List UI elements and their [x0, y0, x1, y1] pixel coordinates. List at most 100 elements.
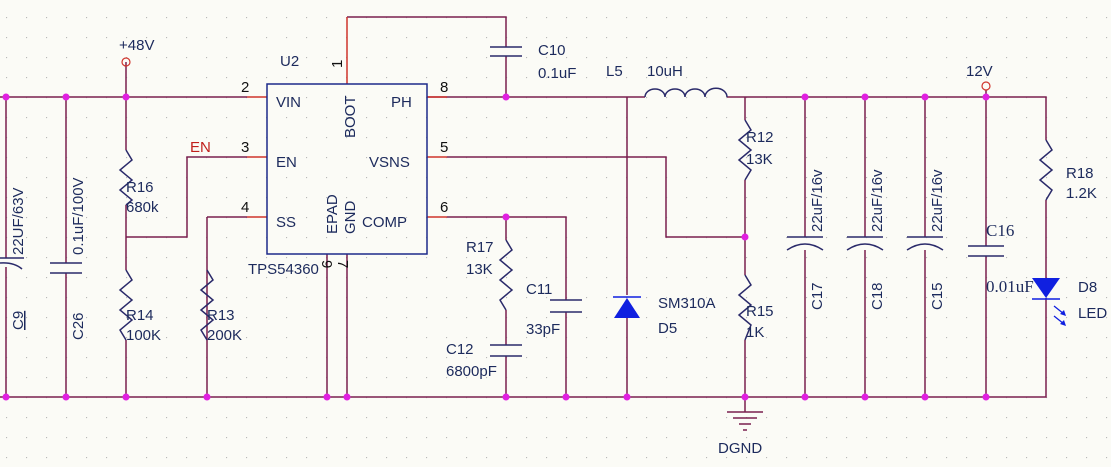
label-r16-value: 680k: [126, 199, 159, 216]
label-r12-value: 13K: [746, 151, 773, 168]
net-label-en: EN: [190, 139, 211, 156]
pin-number: 2: [241, 79, 249, 96]
inductor-l5[interactable]: [644, 87, 728, 98]
label-r15-value: 1K: [746, 324, 764, 341]
label-r18-value: 1.2K: [1066, 185, 1097, 202]
junction-dot: [502, 93, 510, 101]
label-r17-value: 13K: [466, 261, 493, 278]
label-c26-ref: C26: [70, 312, 87, 340]
label-c10-value: 0.1uF: [538, 65, 576, 82]
label-c26-value: 0.1uF/100V: [70, 177, 87, 255]
junction-dot: [801, 93, 809, 101]
pin-number: 3: [241, 139, 249, 156]
pin-label-gnd: GND: [342, 201, 359, 235]
pin-label-vsns: VSNS: [369, 154, 410, 171]
label-r15-ref: R15: [746, 303, 774, 320]
pin-label-comp: COMP: [362, 214, 407, 231]
pin-label-epad: EPAD: [324, 194, 341, 234]
label-c11-value: 33pF: [526, 321, 560, 338]
label-c12-ref: C12: [446, 341, 474, 358]
label-r16-ref: R16: [126, 179, 154, 196]
junction-dots: [2, 93, 990, 401]
label-l5-ref: L5: [606, 63, 623, 80]
ic-ref: U2: [280, 53, 299, 70]
junction-dot: [982, 93, 990, 101]
junction-dot: [62, 93, 70, 101]
label-d5-ref: D5: [658, 320, 677, 337]
label-d5-value: SM310A: [658, 295, 716, 312]
label-r17-ref: R17: [466, 239, 494, 256]
junction-dot: [741, 233, 749, 241]
diode-d5[interactable]: [613, 296, 641, 318]
power-port-12v[interactable]: 12V: [966, 63, 993, 91]
junction-dot: [623, 393, 631, 401]
junction-dot: [203, 393, 211, 401]
label-c17-ref: C17: [809, 282, 826, 310]
label-c12-value: 6800pF: [446, 363, 497, 380]
label-c18-ref: C18: [869, 282, 886, 310]
junction-dot: [921, 393, 929, 401]
ic-u2[interactable]: U2 TPS54360 VIN EN SS PH VSNS COMP BOOT …: [241, 53, 448, 278]
junction-dot: [741, 393, 749, 401]
junction-dot: [982, 393, 990, 401]
junction-dot: [323, 393, 331, 401]
label-c9-value: 22UF/63V: [10, 187, 27, 255]
label-r13-ref: R13: [207, 307, 235, 324]
junction-dot: [122, 93, 130, 101]
power-port-48v[interactable]: +48V: [119, 37, 154, 67]
label-c9-ref: C9: [10, 311, 27, 330]
junction-dot: [861, 393, 869, 401]
junction-dot: [502, 213, 510, 221]
label-c10-ref: C10: [538, 42, 566, 59]
power-label: 12V: [966, 63, 993, 80]
component-labels: 22UF/63V C9 0.1uF/100V C26 R16 680k R14 …: [10, 42, 1107, 380]
label-c16-value: 0.01uF: [986, 277, 1034, 296]
label-c15-value: 22uF/16v: [929, 169, 946, 232]
junction-dot: [343, 393, 351, 401]
pin-stubs: [247, 17, 447, 218]
capacitors: [0, 46, 1004, 357]
label-l5-value: 10uH: [647, 63, 683, 80]
label-d8-value: LED: [1078, 305, 1107, 322]
pin-number: 7: [334, 260, 351, 268]
pin-number: 6: [440, 199, 448, 216]
pin-number: 5: [440, 139, 448, 156]
label-r12-ref: R12: [746, 129, 774, 146]
junction-dot: [562, 393, 570, 401]
pin-number: 4: [241, 199, 249, 216]
junction-dot: [921, 93, 929, 101]
label-c16-ref: C16: [986, 221, 1014, 240]
led-d8[interactable]: [1032, 278, 1066, 326]
pin-number: 9: [318, 260, 335, 268]
pin-label-vin: VIN: [276, 94, 301, 111]
pin-label-en: EN: [276, 154, 297, 171]
power-label: +48V: [119, 37, 154, 54]
junction-dot: [2, 393, 10, 401]
label-d8-ref: D8: [1078, 279, 1097, 296]
junction-dot: [502, 393, 510, 401]
resistors: [118, 119, 1054, 341]
ic-part: TPS54360: [248, 261, 319, 278]
junction-dot: [2, 93, 10, 101]
ground-label: DGND: [718, 440, 762, 457]
junction-dot: [861, 93, 869, 101]
ground-symbol[interactable]: DGND: [718, 411, 763, 457]
pin-label-ss: SS: [276, 214, 296, 231]
label-r13-value: 200K: [207, 327, 242, 344]
junction-dot: [62, 393, 70, 401]
label-r14-value: 100K: [126, 327, 161, 344]
pin-label-ph: PH: [391, 94, 412, 111]
label-r18-ref: R18: [1066, 165, 1094, 182]
label-c18-value: 22uF/16v: [869, 169, 886, 232]
label-c11-ref: C11: [526, 281, 552, 298]
label-c17-value: 22uF/16v: [809, 169, 826, 232]
junction-dot: [801, 393, 809, 401]
pin-label-boot: BOOT: [342, 95, 359, 138]
junction-dot: [122, 393, 130, 401]
label-r14-ref: R14: [126, 307, 154, 324]
pin-number: 1: [329, 60, 346, 68]
pin-number: 8: [440, 79, 448, 96]
